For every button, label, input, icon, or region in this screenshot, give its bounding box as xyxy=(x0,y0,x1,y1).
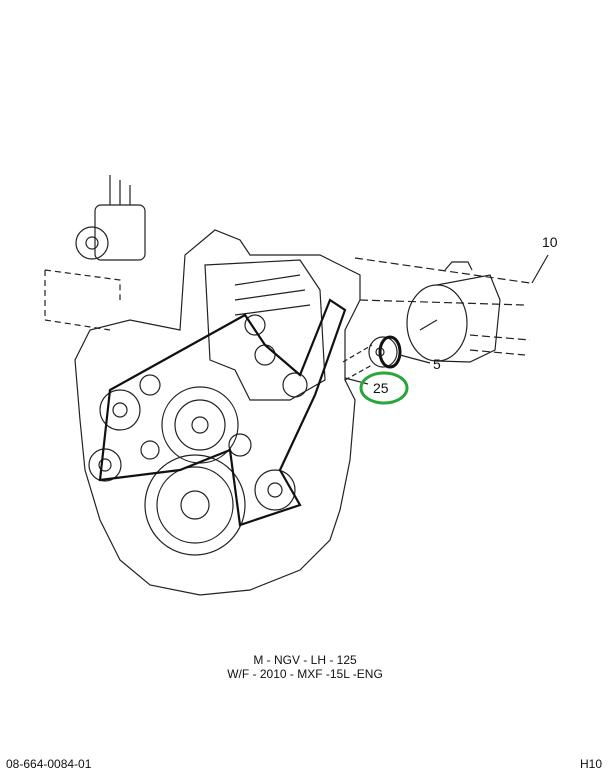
document-number: 08-664-0084-01 xyxy=(6,757,92,771)
pulley-drawing xyxy=(342,335,431,385)
pump-assembly-drawing xyxy=(44,175,146,331)
engine-block-drawing xyxy=(74,229,361,596)
caption-line-2: W/F - 2010 - MXF -15L -ENG xyxy=(227,667,383,681)
callout-part-25[interactable]: 25 xyxy=(373,380,389,396)
compressor-drawing xyxy=(354,254,549,363)
highlight-circle-part-25 xyxy=(359,371,409,405)
callout-part-5[interactable]: 5 xyxy=(433,356,441,372)
page-code: H10 xyxy=(579,757,602,771)
callout-part-10[interactable]: 10 xyxy=(542,234,558,250)
caption-line-1: M - NGV - LH - 125 xyxy=(253,653,357,667)
